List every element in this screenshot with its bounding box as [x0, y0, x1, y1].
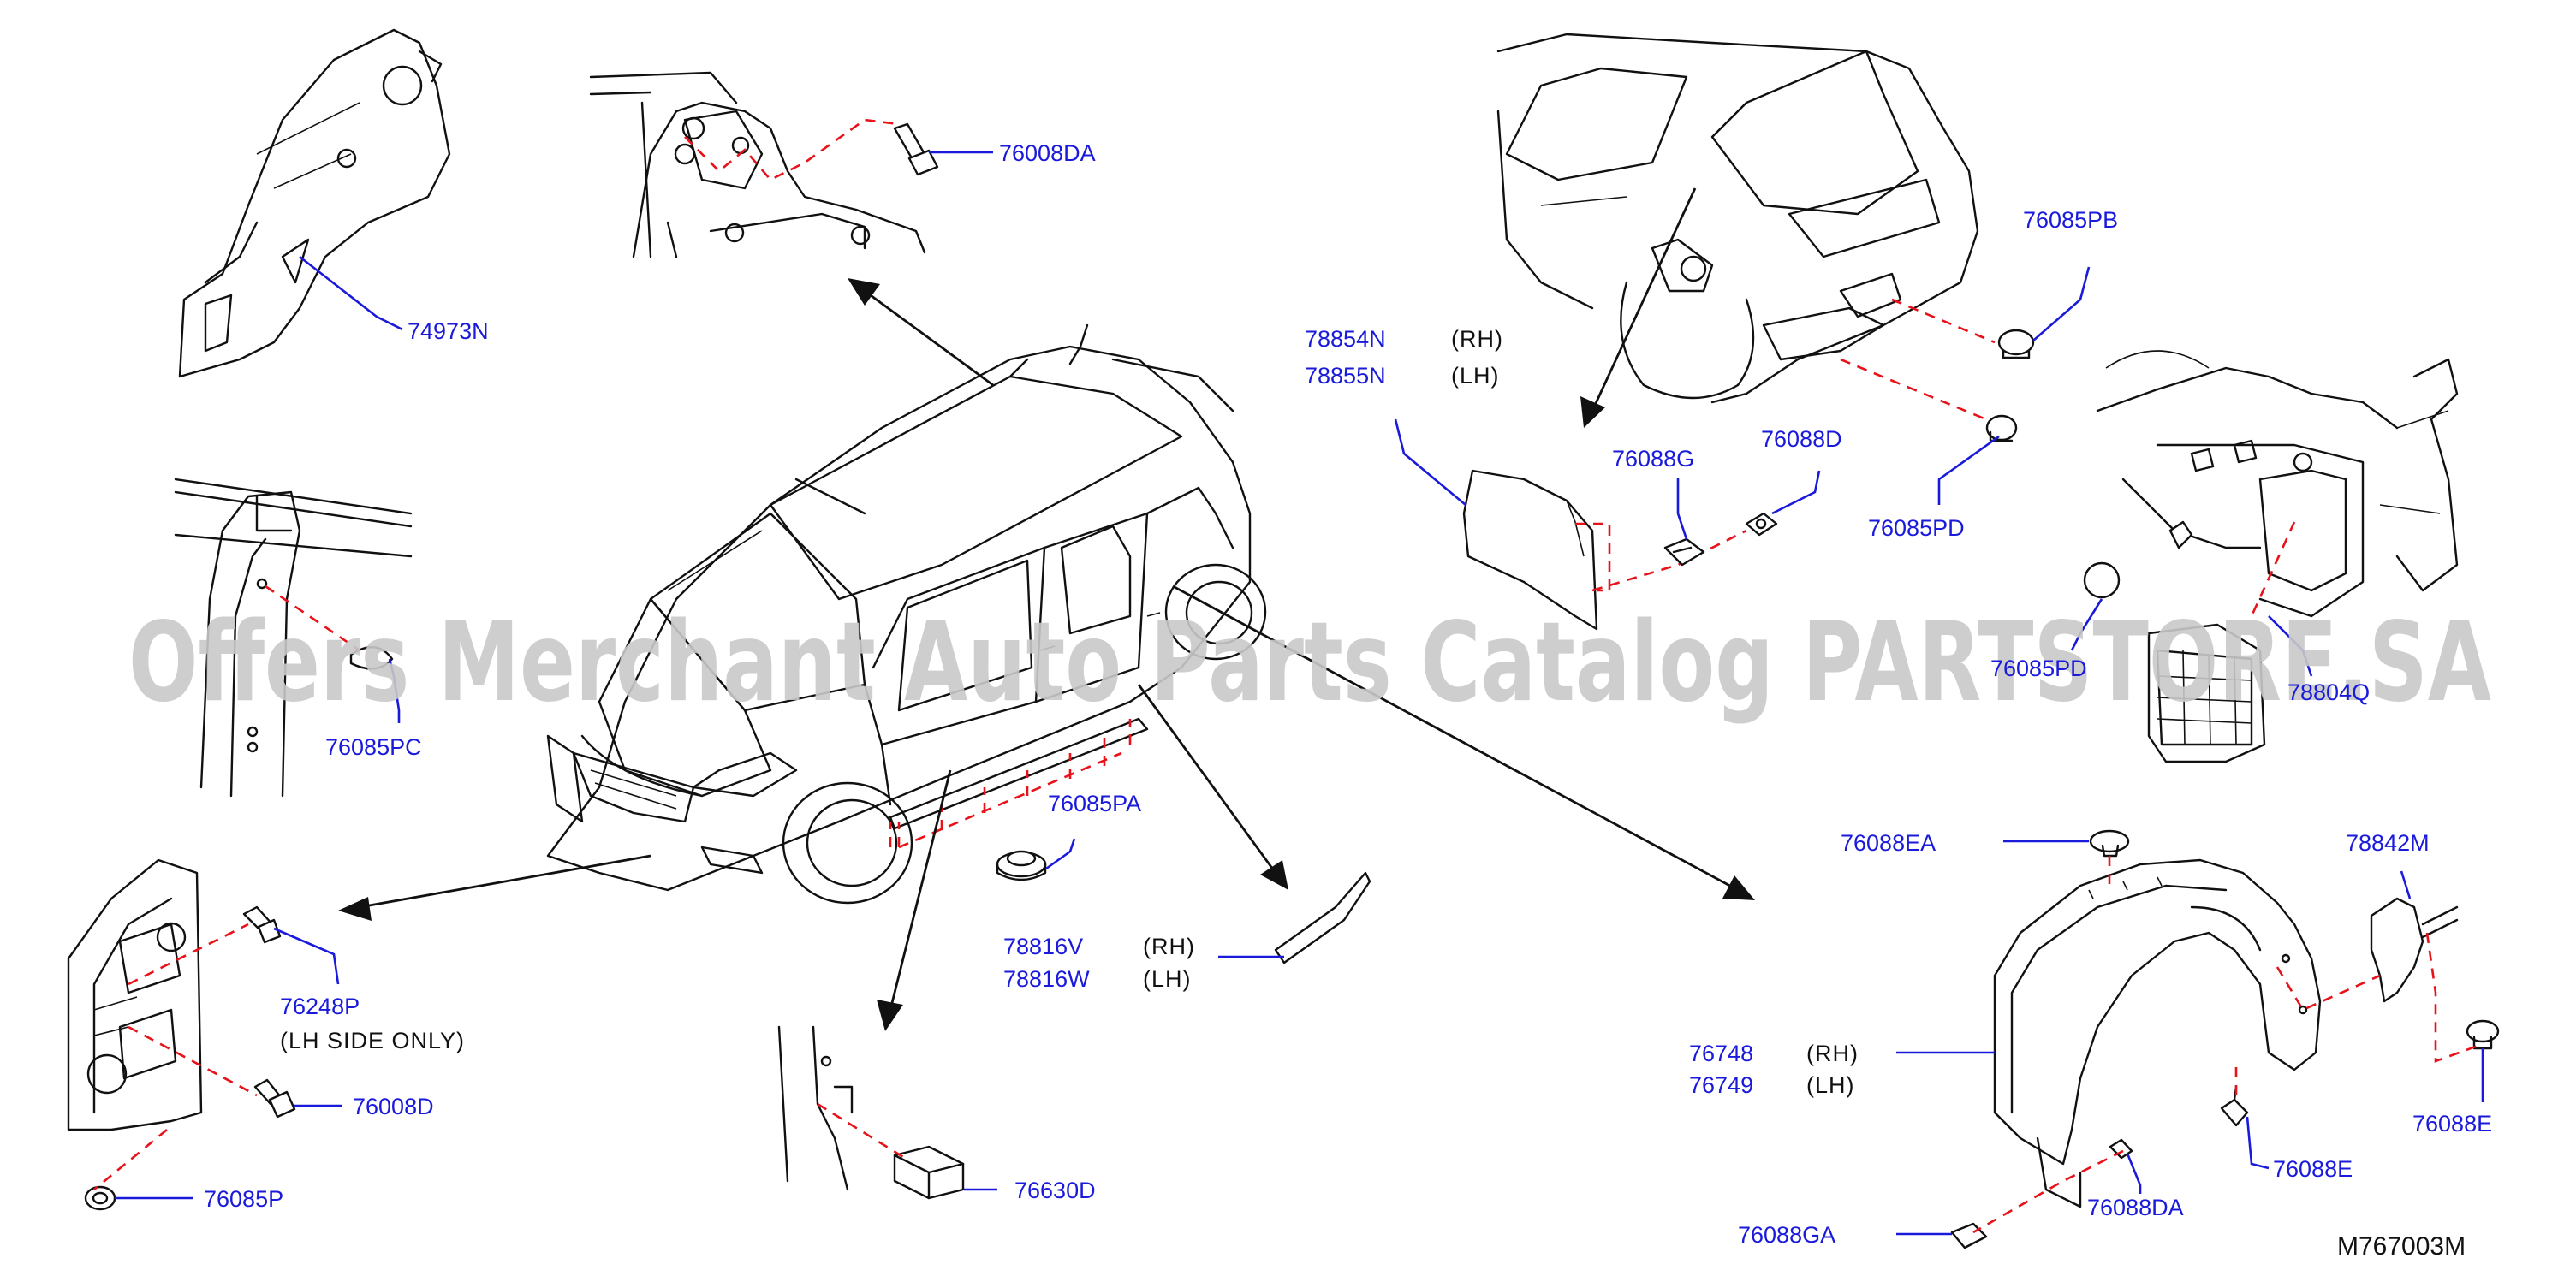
- callout-76248P-note: (LH SIDE ONLY): [280, 1028, 465, 1053]
- screw-76088G-illustration: [1663, 537, 1705, 567]
- callout-76085P[interactable]: 76085P: [204, 1186, 283, 1212]
- nut-76088D-illustration: [1745, 512, 1778, 537]
- callout-74973N[interactable]: 74973N: [408, 318, 489, 344]
- diagram-code: M767003M: [2337, 1232, 2466, 1261]
- callout-76748-side: (RH): [1806, 1041, 1859, 1066]
- pillar-76085PC-illustration: [174, 478, 413, 798]
- rear-view-illustration: [1496, 33, 1979, 404]
- callout-76088EA[interactable]: 76088EA: [1841, 830, 1936, 856]
- callout-78842M[interactable]: 78842M: [2346, 830, 2430, 856]
- callout-76248P[interactable]: 76248P: [280, 994, 360, 1019]
- detail-76008DA-guide: [684, 118, 900, 181]
- callout-78854N[interactable]: 78854N: [1305, 326, 1386, 352]
- callout-76088E-center[interactable]: 76088E: [2273, 1156, 2353, 1182]
- callout-labels: 74973N 76008DA 76085PC 76248P (LH SIDE O…: [204, 140, 2492, 1248]
- callout-76749-side: (LH): [1806, 1072, 1855, 1098]
- callout-76008D[interactable]: 76008D: [353, 1094, 434, 1119]
- callout-76085PC[interactable]: 76085PC: [325, 734, 422, 760]
- callout-78816W-side: (LH): [1143, 966, 1192, 992]
- fender-liner-76748-illustration: [1993, 858, 2322, 1208]
- callout-76008DA[interactable]: 76008DA: [999, 140, 1096, 166]
- rear-clips-illustration: [1985, 329, 2035, 442]
- callout-76088G[interactable]: 76088G: [1612, 446, 1694, 472]
- grommet-76085PA-illustration: [996, 850, 1047, 881]
- callout-78816V-side: (RH): [1143, 934, 1195, 959]
- callout-76088D[interactable]: 76088D: [1761, 426, 1842, 452]
- callout-78804Q[interactable]: 78804Q: [2287, 680, 2370, 705]
- central-dashed-guides: [889, 719, 1132, 849]
- vent-78804Q-illustration: [2083, 350, 2459, 763]
- leader-lines: [115, 151, 2484, 1236]
- callout-78816V[interactable]: 78816V: [1003, 934, 1083, 959]
- pillar-76085PC-guide: [265, 585, 360, 652]
- vehicle-central-illustration: [546, 323, 1267, 905]
- callout-76088DA[interactable]: 76088DA: [2087, 1195, 2184, 1220]
- callout-78816W[interactable]: 78816W: [1003, 966, 1090, 992]
- callout-76085PA[interactable]: 76085PA: [1048, 791, 1141, 816]
- pointer-arrows: [338, 187, 1755, 1031]
- bracket-78842M-illustration: [2370, 897, 2459, 1003]
- callout-76749[interactable]: 76749: [1689, 1072, 1753, 1098]
- callout-76085PD[interactable]: 76085PD: [1868, 515, 1965, 541]
- detail-76008DA-illustration: [589, 71, 939, 258]
- rear-view-dashed-guides: [1840, 298, 1996, 421]
- bottom-left-dashed-guides: [93, 923, 258, 1191]
- callout-76088E-right[interactable]: 76088E: [2412, 1111, 2492, 1136]
- bracket-74973N-illustration: [178, 28, 451, 378]
- callout-76085PB[interactable]: 76085PB: [2023, 207, 2118, 233]
- callout-76748[interactable]: 76748: [1689, 1041, 1753, 1066]
- watermark-text: Offers Merchant Auto Parts Catalog PARTS…: [128, 599, 2491, 727]
- callout-76630D[interactable]: 76630D: [1014, 1178, 1096, 1203]
- bottom-left-pillar-illustration: [67, 858, 296, 1211]
- callout-76085PD-right[interactable]: 76085PD: [1990, 656, 2087, 681]
- callout-78854N-side: (RH): [1451, 326, 1503, 352]
- molding-78816V-illustration: [1274, 871, 1371, 964]
- fender-liner-dashed-guides: [1972, 856, 2484, 1234]
- callout-76088GA[interactable]: 76088GA: [1738, 1222, 1835, 1248]
- mudflap-78854N-illustration: [1462, 469, 1598, 631]
- fender-liner-clips: [1950, 829, 2500, 1249]
- mudflap-guide: [1575, 522, 1747, 592]
- callout-78855N-side: (LH): [1451, 363, 1500, 389]
- detail-76630D-illustration: [777, 1025, 965, 1200]
- callout-78855N[interactable]: 78855N: [1305, 363, 1386, 389]
